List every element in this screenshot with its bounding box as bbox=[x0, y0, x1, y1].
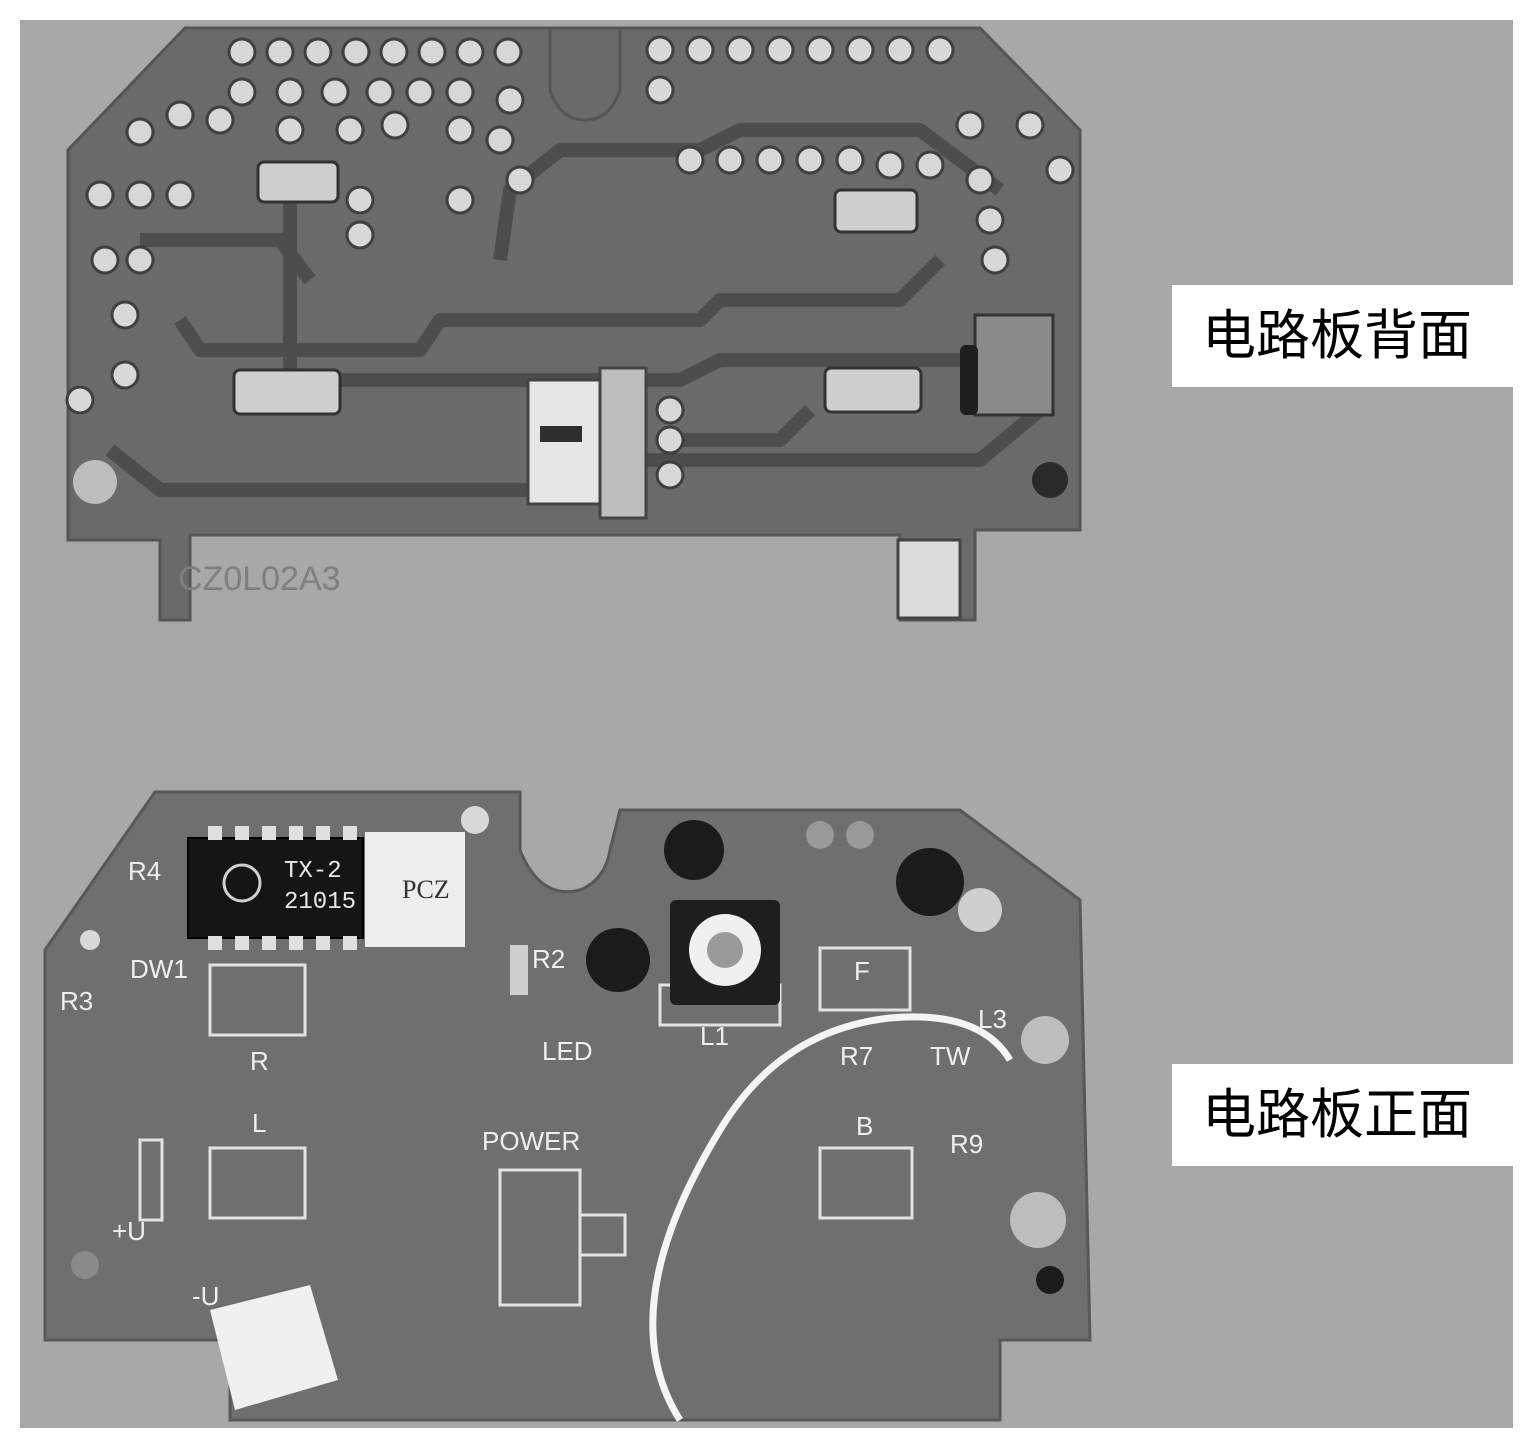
label-l3: L3 bbox=[978, 1004, 1007, 1034]
mounting-hole bbox=[73, 460, 117, 504]
label-power: POWER bbox=[482, 1126, 580, 1156]
label-r3: R3 bbox=[60, 986, 93, 1016]
pcb-photo: CZ0L02A3 bbox=[20, 20, 1513, 1428]
label-tw: TW bbox=[930, 1041, 971, 1071]
antenna-wire bbox=[649, 1013, 1013, 1422]
label-r7: R7 bbox=[840, 1041, 873, 1071]
caption-front-side: 电路板正面 bbox=[1172, 1064, 1535, 1166]
ic-chip: TX-2 21015 bbox=[187, 826, 364, 950]
label-r: R bbox=[250, 1046, 269, 1076]
label-led: LED bbox=[542, 1036, 593, 1066]
chip-model-text: TX-2 bbox=[284, 858, 342, 885]
sticker-text: PCZ bbox=[402, 875, 450, 904]
mounting-hole bbox=[1032, 462, 1068, 498]
label-l: L bbox=[252, 1108, 266, 1138]
solder-pads bbox=[65, 35, 1075, 490]
slide-switch bbox=[526, 366, 648, 520]
pad-outlines bbox=[138, 946, 914, 1307]
label-plus-u: +U bbox=[112, 1216, 146, 1246]
components bbox=[71, 806, 1069, 1294]
pcb-photo-drawing: CZ0L02A3 bbox=[43, 26, 1092, 1422]
tab-pad bbox=[896, 538, 962, 620]
label-dw1: DW1 bbox=[130, 954, 188, 984]
label-r4: R4 bbox=[128, 856, 161, 886]
label-b: B bbox=[856, 1111, 873, 1141]
caption-back-side: 电路板背面 bbox=[1172, 285, 1535, 387]
smd-resistors bbox=[232, 160, 1055, 417]
label-f: F bbox=[854, 956, 870, 986]
sticker: PCZ bbox=[365, 832, 465, 947]
chip-code-text: 21015 bbox=[284, 889, 356, 916]
silkscreen-text: CZ0L02A3 bbox=[178, 560, 341, 598]
label-r9: R9 bbox=[950, 1129, 983, 1159]
battery-sticker bbox=[210, 1285, 338, 1410]
silkscreen-labels: R4 R3 DW1 R2 LED L1 R7 TW R9 R L F B POW… bbox=[60, 856, 1007, 1311]
label-l1: L1 bbox=[700, 1021, 729, 1051]
label-r2: R2 bbox=[532, 944, 565, 974]
front-board: TX-2 21015 PCZ bbox=[43, 790, 1092, 1422]
label-minus-u: -U bbox=[192, 1281, 219, 1311]
back-board: CZ0L02A3 bbox=[65, 26, 1082, 622]
